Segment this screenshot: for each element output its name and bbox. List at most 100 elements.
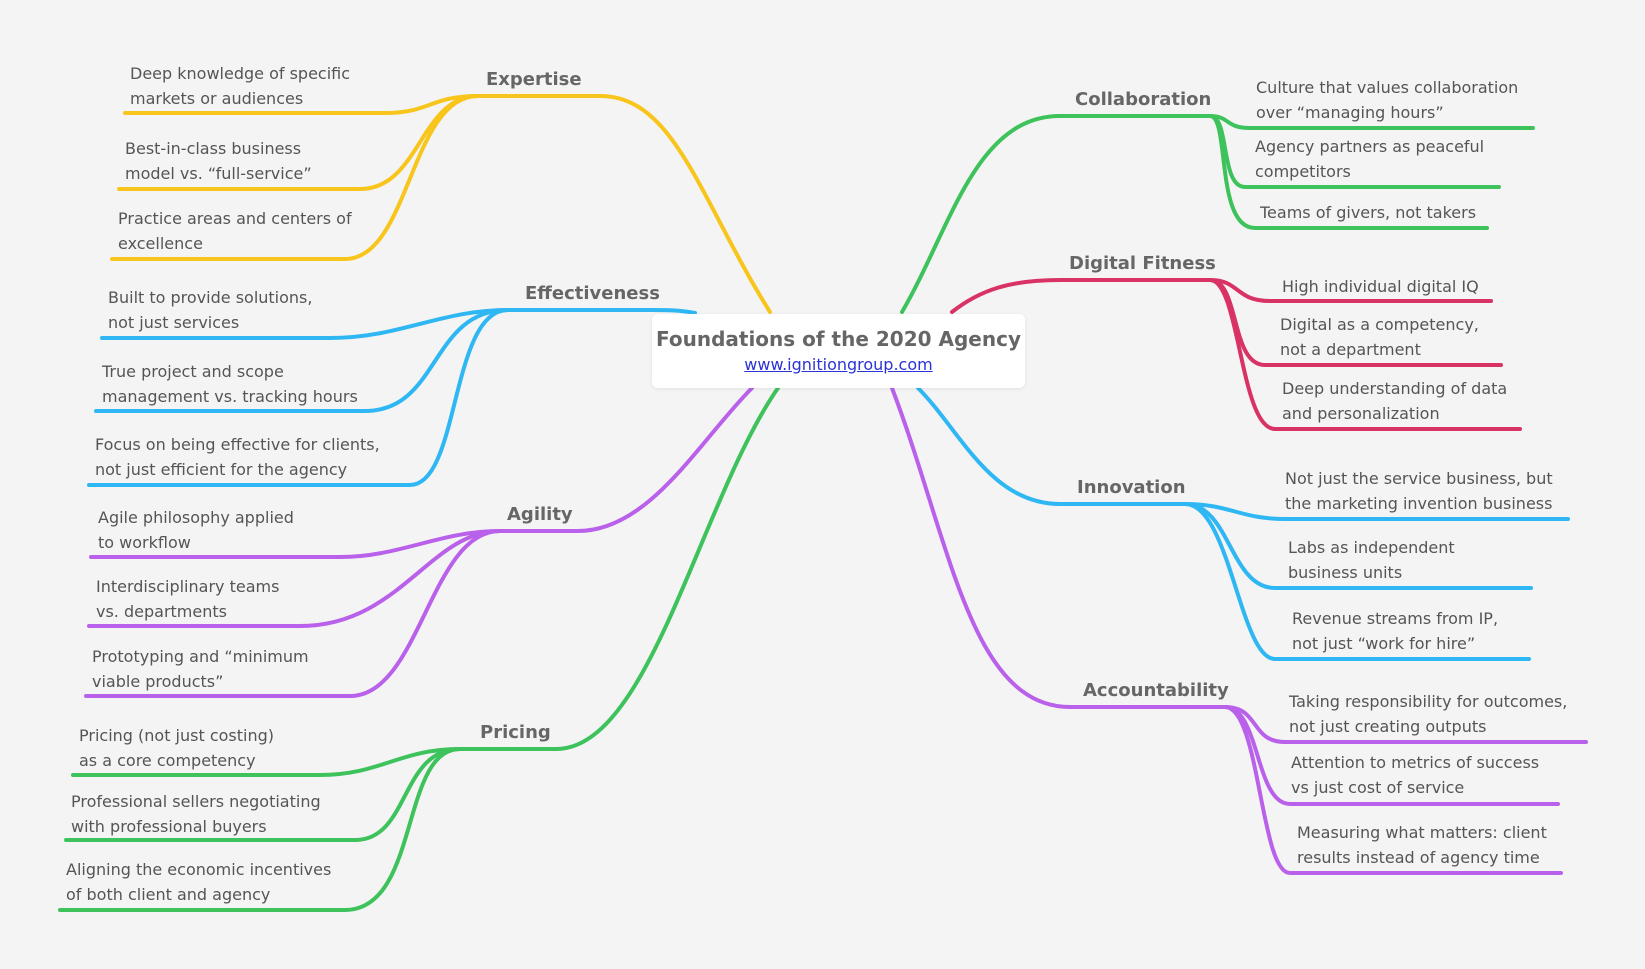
digital-trunk [950, 278, 1212, 314]
branch-digital-fitness[interactable]: Digital Fitness [1069, 253, 1216, 274]
agility-leaf-1-line [89, 529, 502, 559]
accountability-leaf-3-line [1223, 705, 1563, 875]
leaf-line-2: to workflow [98, 533, 191, 552]
leaf-line-2: vs. departments [96, 602, 227, 621]
collaboration-trunk [900, 114, 1212, 314]
innovation-trunk [916, 386, 1187, 506]
leaf-line-2: markets or audiences [130, 89, 304, 108]
effectiveness-connectors [87, 308, 697, 487]
leaf-accountability-3[interactable]: Measuring what matters: client results i… [1297, 820, 1547, 870]
leaf-line-2: results instead of agency time [1297, 848, 1540, 867]
innovation-leaf-3-line [1183, 502, 1531, 661]
pricing-trunk [458, 386, 780, 751]
leaf-line-1: Not just the service business, but [1285, 469, 1553, 488]
leaf-line-1: Built to provide solutions, [108, 288, 313, 307]
leaf-line-1: Deep understanding of data [1282, 379, 1508, 398]
leaf-effectiveness-1[interactable]: Built to provide solutions, not just ser… [108, 285, 312, 335]
leaf-accountability-2[interactable]: Attention to metrics of success vs just … [1291, 750, 1539, 800]
pricing-leaf-2-line [64, 747, 462, 842]
leaf-line-1: Teams of givers, not takers [1260, 203, 1477, 222]
leaf-line-2: of both client and agency [66, 885, 271, 904]
leaf-digital-2[interactable]: Digital as a competency, not a departmen… [1280, 312, 1479, 362]
leaf-line-2: model vs. “full-service” [125, 164, 312, 183]
leaf-pricing-1[interactable]: Pricing (not just costing) as a core com… [79, 723, 274, 773]
innovation-leaf-1-line [1183, 502, 1570, 521]
leaf-innovation-1[interactable]: Not just the service business, but the m… [1285, 466, 1553, 516]
leaf-expertise-2[interactable]: Best-in-class business model vs. “full-s… [125, 136, 312, 186]
agility-leaf-2-line [87, 529, 502, 628]
leaf-collaboration-3[interactable]: Teams of givers, not takers [1260, 200, 1476, 225]
leaf-line-1: Digital as a competency, [1280, 315, 1479, 334]
central-topic-title: Foundations of the 2020 Agency [656, 327, 1021, 351]
pricing-leaf-3-line [58, 747, 462, 912]
leaf-expertise-1[interactable]: Deep knowledge of specific markets or au… [130, 61, 350, 111]
leaf-line-2: excellence [118, 234, 203, 253]
leaf-line-1: Culture that values collaboration [1256, 78, 1519, 97]
leaf-line-2: with professional buyers [71, 817, 267, 836]
leaf-line-1: Practice areas and centers of [118, 209, 352, 228]
leaf-line-1: Best-in-class business [125, 139, 302, 158]
expertise-trunk [476, 94, 772, 314]
leaf-line-2: competitors [1255, 162, 1351, 181]
leaf-innovation-3[interactable]: Revenue streams from IP, not just “work … [1292, 606, 1498, 656]
leaf-line-2: vs just cost of service [1291, 778, 1465, 797]
leaf-line-1: Focus on being effective for clients, [95, 435, 380, 454]
leaf-accountability-1[interactable]: Taking responsibility for outcomes, not … [1289, 689, 1567, 739]
branch-expertise[interactable]: Expertise [486, 69, 582, 90]
leaf-collaboration-2[interactable]: Agency partners as peaceful competitors [1255, 134, 1484, 184]
innovation-leaf-2-line [1183, 502, 1533, 590]
expertise-connectors [110, 94, 772, 314]
leaf-line-1: Revenue streams from IP, [1292, 609, 1499, 628]
website-link[interactable]: www.ignitiongroup.com [744, 355, 933, 374]
agility-leaf-3-line [84, 529, 502, 698]
accountability-connectors [890, 386, 1588, 875]
leaf-effectiveness-3[interactable]: Focus on being effective for clients, no… [95, 432, 380, 482]
leaf-line-1: True project and scope [102, 362, 284, 381]
effectiveness-leaf-1-line [100, 308, 510, 340]
leaf-pricing-3[interactable]: Aligning the economic incentives of both… [66, 857, 331, 907]
leaf-pricing-2[interactable]: Professional sellers negotiating with pr… [71, 789, 321, 839]
leaf-line-1: High individual digital IQ [1282, 277, 1479, 296]
digital-connectors [950, 278, 1522, 431]
central-topic[interactable]: Foundations of the 2020 Agency www.ignit… [652, 314, 1025, 388]
leaf-digital-1[interactable]: High individual digital IQ [1282, 274, 1479, 299]
leaf-innovation-2[interactable]: Labs as independent business units [1288, 535, 1455, 585]
branch-collaboration[interactable]: Collaboration [1075, 89, 1212, 110]
branch-innovation[interactable]: Innovation [1077, 477, 1186, 498]
pricing-connectors [58, 386, 780, 912]
leaf-line-2: management vs. tracking hours [102, 387, 358, 406]
leaf-agility-3[interactable]: Prototyping and “minimum viable products… [92, 644, 309, 694]
leaf-line-1: Agile philosophy applied [98, 508, 294, 527]
leaf-line-2: not just services [108, 313, 240, 332]
leaf-line-2: not just efficient for the agency [95, 460, 348, 479]
leaf-line-1: Attention to metrics of success [1291, 753, 1540, 772]
leaf-agility-2[interactable]: Interdisciplinary teams vs. departments [96, 574, 279, 624]
leaf-line-1: Pricing (not just costing) [79, 726, 275, 745]
leaf-line-1: Taking responsibility for outcomes, [1289, 692, 1568, 711]
digital-leaf-3-line [1208, 278, 1522, 431]
collaboration-connectors [900, 114, 1535, 314]
leaf-line-1: Aligning the economic incentives [66, 860, 332, 879]
leaf-line-1: Prototyping and “minimum [92, 647, 309, 666]
leaf-collaboration-1[interactable]: Culture that values collaboration over “… [1256, 75, 1518, 125]
branch-pricing[interactable]: Pricing [480, 722, 551, 743]
leaf-line-1: Labs as independent [1288, 538, 1455, 557]
leaf-digital-3[interactable]: Deep understanding of data and personali… [1282, 376, 1507, 426]
effectiveness-trunk [506, 308, 697, 315]
leaf-line-2: not just creating outputs [1289, 717, 1487, 736]
branch-accountability[interactable]: Accountability [1083, 680, 1229, 701]
leaf-line-2: as a core competency [79, 751, 256, 770]
branch-agility[interactable]: Agility [507, 504, 573, 525]
leaf-expertise-3[interactable]: Practice areas and centers of excellence [118, 206, 352, 256]
leaf-line-1: Professional sellers negotiating [71, 792, 321, 811]
effectiveness-leaf-3-line [87, 308, 510, 487]
leaf-agility-1[interactable]: Agile philosophy applied to workflow [98, 505, 294, 555]
leaf-line-2: the marketing invention business [1285, 494, 1553, 513]
agility-trunk [498, 386, 754, 533]
leaf-line-2: business units [1288, 563, 1403, 582]
branch-effectiveness[interactable]: Effectiveness [525, 283, 660, 304]
leaf-line-2: not a department [1280, 340, 1421, 359]
leaf-effectiveness-2[interactable]: True project and scope management vs. tr… [102, 359, 358, 409]
accountability-trunk [890, 386, 1227, 709]
